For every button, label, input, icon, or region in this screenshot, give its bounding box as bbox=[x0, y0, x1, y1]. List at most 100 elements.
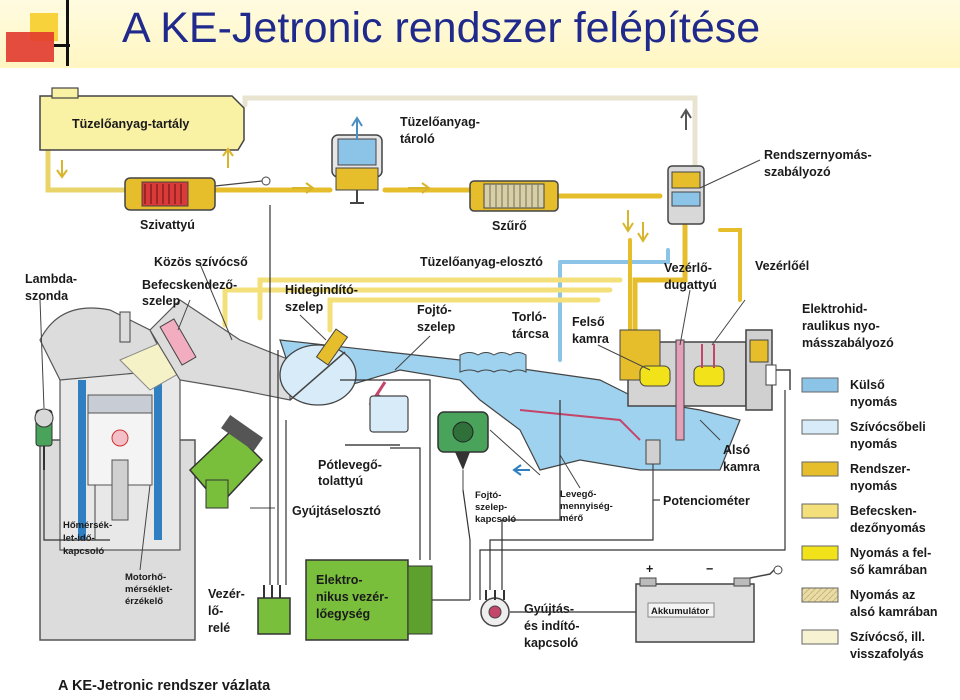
ignition-switch: Gyújtás- és indító- kapcsoló bbox=[480, 590, 580, 650]
potentiometer: Potenciométer bbox=[645, 439, 750, 508]
legend-label: ső kamrában bbox=[850, 563, 927, 577]
pressure-legend: KülsőnyomásSzívócsőbelinyomásRendszer-ny… bbox=[801, 377, 938, 661]
battery: + − Akkumulátor bbox=[635, 562, 783, 643]
legend-label: Befecsken- bbox=[850, 504, 917, 518]
thermo-switch-label-1: Hőmérsék- bbox=[63, 520, 112, 531]
throttle-switch-label-1: Fojtó- bbox=[475, 490, 501, 501]
distributor-label: Tüzelőanyag-elosztó bbox=[420, 255, 543, 269]
relay-label-1: Vezér- bbox=[208, 587, 245, 601]
manifold-label: Közös szívócső bbox=[154, 255, 248, 269]
ignition-distributor: Gyújtáselosztó bbox=[188, 414, 381, 518]
thermo-switch-label-2: let-idő- bbox=[63, 533, 95, 544]
leader-line bbox=[559, 454, 581, 489]
airflow-meter-label-1: Levegő- bbox=[560, 489, 596, 500]
legend-swatch bbox=[801, 587, 839, 603]
legend-label: nyomás bbox=[850, 479, 897, 493]
engine-temp-label-2: mérséklet- bbox=[125, 584, 173, 595]
legend-label: Szívócső, ill. bbox=[850, 630, 925, 644]
legend-swatch bbox=[801, 503, 839, 519]
relay-label-2: lő- bbox=[208, 604, 223, 618]
throttle-switch: Fojtó- szelep- kapcsoló bbox=[437, 411, 516, 525]
filter-label: Szűrő bbox=[492, 219, 527, 233]
lower-chamber-label-2: kamra bbox=[723, 460, 761, 474]
battery-label: Akkumulátor bbox=[651, 606, 709, 617]
legend-label: alsó kamrában bbox=[850, 605, 938, 619]
flow-arrow-icon bbox=[622, 210, 634, 233]
airflow-meter-label-2: mennyiség- bbox=[560, 501, 613, 512]
plunger-label-1: Vezérlő- bbox=[664, 261, 712, 275]
deco-vertical-bar bbox=[66, 0, 69, 66]
control-edge-label: Vezérlőél bbox=[755, 259, 809, 273]
legend-swatch bbox=[801, 377, 839, 393]
ign-switch-label-3: kapcsoló bbox=[524, 636, 579, 650]
legend-label: Rendszer- bbox=[850, 462, 910, 476]
ehpr-label-1: Elektrohid- bbox=[802, 302, 867, 316]
control-relay: Vezér- lő- relé bbox=[208, 585, 291, 635]
thermo-switch-label-3: kapcsoló bbox=[63, 546, 104, 557]
legend-label: nyomás bbox=[850, 437, 897, 451]
legend-label: Nyomás a fel- bbox=[850, 546, 931, 560]
electrohydraulic-actuator: Elektrohid- raulikus nyo- másszabályozó bbox=[745, 302, 894, 411]
throttle-label-2: szelep bbox=[417, 320, 456, 334]
throttle-label-1: Fojtó- bbox=[417, 303, 452, 317]
legend-label: Szívócsőbeli bbox=[850, 420, 926, 434]
ign-switch-label-2: és indító- bbox=[524, 619, 580, 633]
pressure-regulator-label-2: szabályozó bbox=[764, 165, 831, 179]
fuel-tank-label: Tüzelőanyag-tartály bbox=[72, 117, 189, 131]
legend-label: nyomás bbox=[850, 395, 897, 409]
title-bar-background bbox=[0, 0, 960, 68]
ignition-distributor-label: Gyújtáselosztó bbox=[292, 504, 381, 518]
potentiometer-label: Potenciométer bbox=[663, 494, 750, 508]
injector-label-1: Befecskendező- bbox=[142, 278, 237, 292]
lower-chamber-label-1: Alsó bbox=[723, 443, 750, 457]
engine-temp-label-1: Motorhő- bbox=[125, 572, 166, 583]
fuel-accumulator: Tüzelőanyag- tároló bbox=[331, 115, 480, 204]
page-title: A KE-Jetronic rendszer felépítése bbox=[122, 4, 761, 52]
accumulator-label-1: Tüzelőanyag- bbox=[400, 115, 480, 129]
flow-arrow-icon bbox=[292, 182, 315, 194]
diagram-caption: A KE-Jetronic rendszer vázlata bbox=[58, 678, 271, 694]
battery-minus-icon: − bbox=[706, 562, 713, 576]
airflow-meter-label-3: mérő bbox=[560, 513, 583, 524]
engine-temp-sensor: Motorhő- mérséklet- érzékelő bbox=[125, 484, 173, 607]
lambda-sensor: Lambda- szonda bbox=[25, 272, 77, 470]
legend-swatch bbox=[801, 419, 839, 435]
throttle-switch-label-3: kapcsoló bbox=[475, 514, 516, 525]
fuel-filter: Szűrő bbox=[469, 180, 559, 233]
airflow-plate-label-1: Torló- bbox=[512, 310, 546, 324]
cold-start-label-2: szelep bbox=[285, 300, 324, 314]
ecu-label-3: lőegység bbox=[316, 607, 370, 621]
pump-label: Szivattyú bbox=[140, 218, 195, 232]
ecu-label-1: Elektro- bbox=[316, 573, 363, 587]
ehpr-label-2: raulikus nyo- bbox=[802, 319, 880, 333]
injector-label-2: szelep bbox=[142, 294, 181, 308]
ecu-label-2: nikus vezér- bbox=[316, 590, 388, 604]
aux-air-label-1: Pótlevegő- bbox=[318, 458, 382, 472]
air-intake bbox=[279, 339, 741, 476]
upper-chamber-label-1: Felső bbox=[572, 315, 605, 329]
intake-manifold: Közös szívócső Befecskendező- szelep bbox=[119, 255, 291, 401]
aux-air-label-2: tolattyú bbox=[318, 474, 363, 488]
legend-label: Nyomás az bbox=[850, 588, 915, 602]
battery-plus-icon: + bbox=[646, 562, 653, 576]
flow-arrow-icon bbox=[56, 160, 68, 179]
ehpr-label-3: másszabályozó bbox=[802, 336, 894, 350]
leader-line bbox=[394, 335, 431, 371]
leader-line bbox=[699, 419, 721, 441]
engine-temp-label-3: érzékelő bbox=[125, 596, 163, 607]
cold-start-label-1: Hidegindító- bbox=[285, 283, 358, 297]
legend-swatch bbox=[801, 629, 839, 645]
relay-label-3: relé bbox=[208, 621, 230, 635]
airflow-plate-label-2: tárcsa bbox=[512, 327, 550, 341]
fuel-tank: Tüzelőanyag-tartály bbox=[39, 87, 245, 151]
upper-chamber-label-2: kamra bbox=[572, 332, 610, 346]
thermo-time-switch: Hőmérsék- let-idő- kapcsoló bbox=[63, 485, 112, 557]
fuel-pump: Szivattyú bbox=[124, 176, 271, 232]
flow-arrow-icon bbox=[222, 147, 234, 168]
legend-swatch bbox=[801, 545, 839, 561]
auxiliary-air-valve: Pótlevegő- tolattyú bbox=[318, 395, 409, 488]
accumulator-label-2: tároló bbox=[400, 132, 435, 146]
legend-label: visszafolyás bbox=[850, 647, 924, 661]
throttle-switch-label-2: szelep- bbox=[475, 502, 507, 513]
